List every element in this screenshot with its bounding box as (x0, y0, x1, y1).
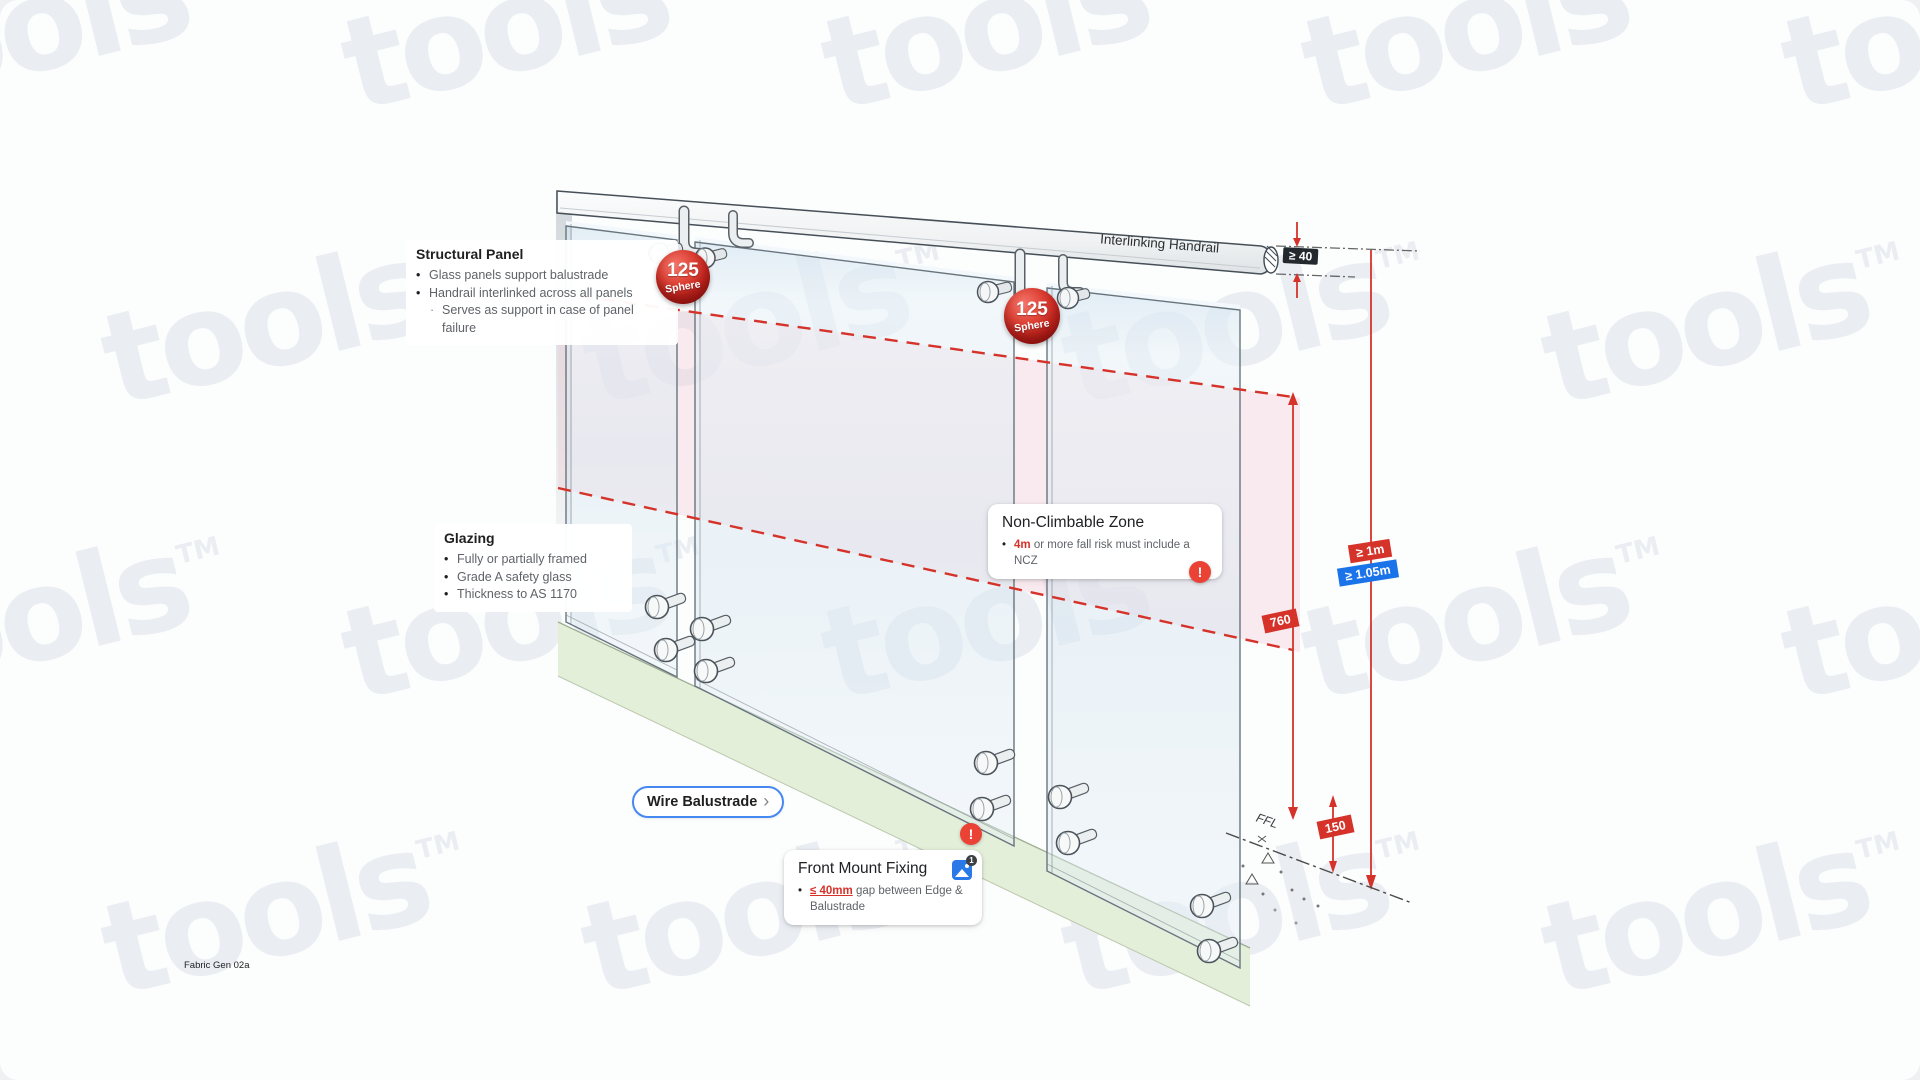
drawing-reference: Fabric Gen 02a (184, 960, 250, 971)
glass-panel-2 (694, 237, 1015, 848)
structural-panel-note[interactable]: Structural Panel Glass panels support ba… (406, 240, 678, 345)
front-mount-alert-icon[interactable]: ! (960, 823, 982, 845)
front-mount-bolts (644, 592, 1239, 964)
ncz-text: or more fall risk must include a NCZ (1014, 539, 1190, 567)
ncz-bottom-dashed-line (557, 486, 1294, 652)
glazing-bullet: Fully or partially framed (444, 551, 622, 569)
structural-panel-title: Structural Panel (416, 246, 524, 262)
glazing-bullet: Thickness to AS 1170 (444, 586, 622, 604)
front-mount-title: Front Mount Fixing (798, 860, 928, 877)
chevron-right-icon: › (763, 791, 770, 811)
dim-handrail-diameter (1275, 222, 1421, 298)
glazing-title: Glazing (444, 530, 495, 546)
glass-panel-3 (1046, 283, 1241, 970)
sphere-125-badge[interactable]: 125 Sphere (656, 250, 710, 304)
front-mount-card[interactable]: Front Mount Fixing 1 ≤ 40mm gap between … (784, 850, 982, 926)
image-icon[interactable]: 1 (952, 855, 977, 880)
handrail-end-cap (1263, 246, 1279, 274)
sun-glyph (965, 864, 969, 868)
glazing-bullet: Grade A safety glass (444, 569, 622, 587)
ncz-card[interactable]: Non-Climbable Zone 4m or more fall risk … (988, 504, 1222, 580)
ncz-alert-icon[interactable]: ! (1189, 561, 1211, 583)
sphere-125-badge[interactable]: 125 Sphere (1004, 288, 1060, 344)
front-mount-text: gap between Edge & Balustrade (810, 885, 963, 913)
glazing-note[interactable]: Glazing Fully or partially framed Grade … (434, 524, 632, 612)
structural-panel-bullet: Handrail interlinked across all panels (416, 285, 668, 303)
wire-balustrade-button[interactable]: Wire Balustrade › (632, 786, 785, 818)
handrail-diameter-badge: ≥ 40 (1282, 247, 1319, 265)
structural-panel-sub-bullet: Serves as support in case of panel failu… (416, 302, 668, 337)
wire-balustrade-label: Wire Balustrade (647, 794, 758, 810)
ncz-highlight: 4m (1014, 539, 1031, 551)
structural-panel-bullet: Glass panels support balustrade (416, 267, 668, 285)
ffl-line (1225, 832, 1413, 925)
dim-ncz-760 (1288, 392, 1298, 820)
image-count-badge: 1 (966, 855, 977, 866)
ncz-top-dashed-line (557, 291, 1294, 399)
mountain-glyph (955, 869, 969, 877)
ncz-card-title: Non-Climbable Zone (1002, 514, 1145, 531)
front-mount-highlight: ≤ 40mm (810, 885, 853, 897)
